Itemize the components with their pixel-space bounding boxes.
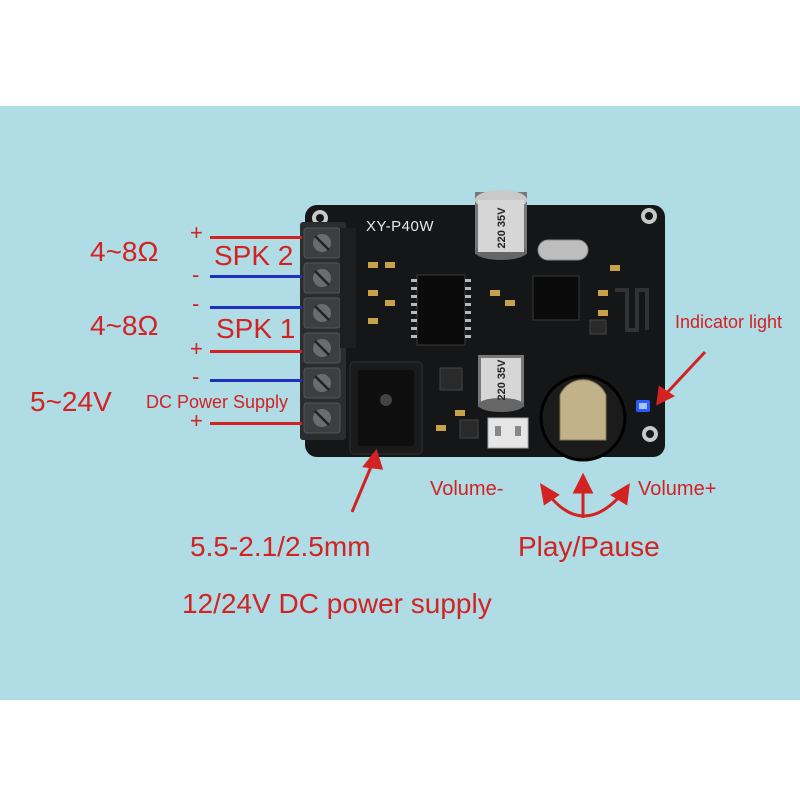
spk1-positive-sign: + <box>190 336 203 361</box>
wire-power-negative <box>210 379 302 382</box>
spk1-label: SPK 1 <box>216 313 296 344</box>
svg-text:220 35V: 220 35V <box>496 359 508 401</box>
wire-spk2-negative <box>210 275 302 278</box>
wire-spk1-negative <box>210 306 302 309</box>
dc-power-label: DC Power Supply <box>146 392 289 412</box>
capacitor-bottom: 220 35V <box>478 355 524 412</box>
power-voltage: 5~24V <box>30 386 112 417</box>
volume-plus-label: Volume+ <box>638 478 717 500</box>
spk2-label: SPK 2 <box>214 240 294 271</box>
wire-power-positive <box>210 422 302 425</box>
volume-minus-label: Volume- <box>430 478 504 500</box>
indicator-light-label: Indicator light <box>675 312 783 332</box>
power-supply-label: 12/24V DC power supply <box>182 588 492 619</box>
spk1-negative-sign: - <box>192 291 200 316</box>
board-model-label: XY-P40W <box>366 218 434 235</box>
power-negative-sign: - <box>192 364 200 389</box>
crystal-oscillator <box>537 239 589 261</box>
amplifier-chip <box>416 274 466 346</box>
power-positive-sign: + <box>190 408 203 433</box>
pcb-antenna <box>615 288 649 332</box>
wire-spk2-positive <box>210 236 302 239</box>
play-pause-label: Play/Pause <box>518 531 660 562</box>
bluetooth-chip <box>532 275 580 321</box>
spk2-negative-sign: - <box>192 262 200 287</box>
capacitor-top: 220 35V <box>475 190 527 260</box>
svg-text:220 35V: 220 35V <box>496 207 508 249</box>
volume-arc-arrow <box>546 493 624 518</box>
jack-arrow <box>350 461 375 513</box>
spk2-positive-sign: + <box>190 220 203 245</box>
volume-knob <box>539 374 627 462</box>
indicator-arrow <box>662 350 707 398</box>
pin-header <box>487 417 529 449</box>
jack-size-label: 5.5-2.1/2.5mm <box>190 531 371 562</box>
spk1-impedance: 4~8Ω <box>90 310 159 341</box>
spk2-impedance: 4~8Ω <box>90 236 159 267</box>
wire-spk1-positive <box>210 350 302 353</box>
